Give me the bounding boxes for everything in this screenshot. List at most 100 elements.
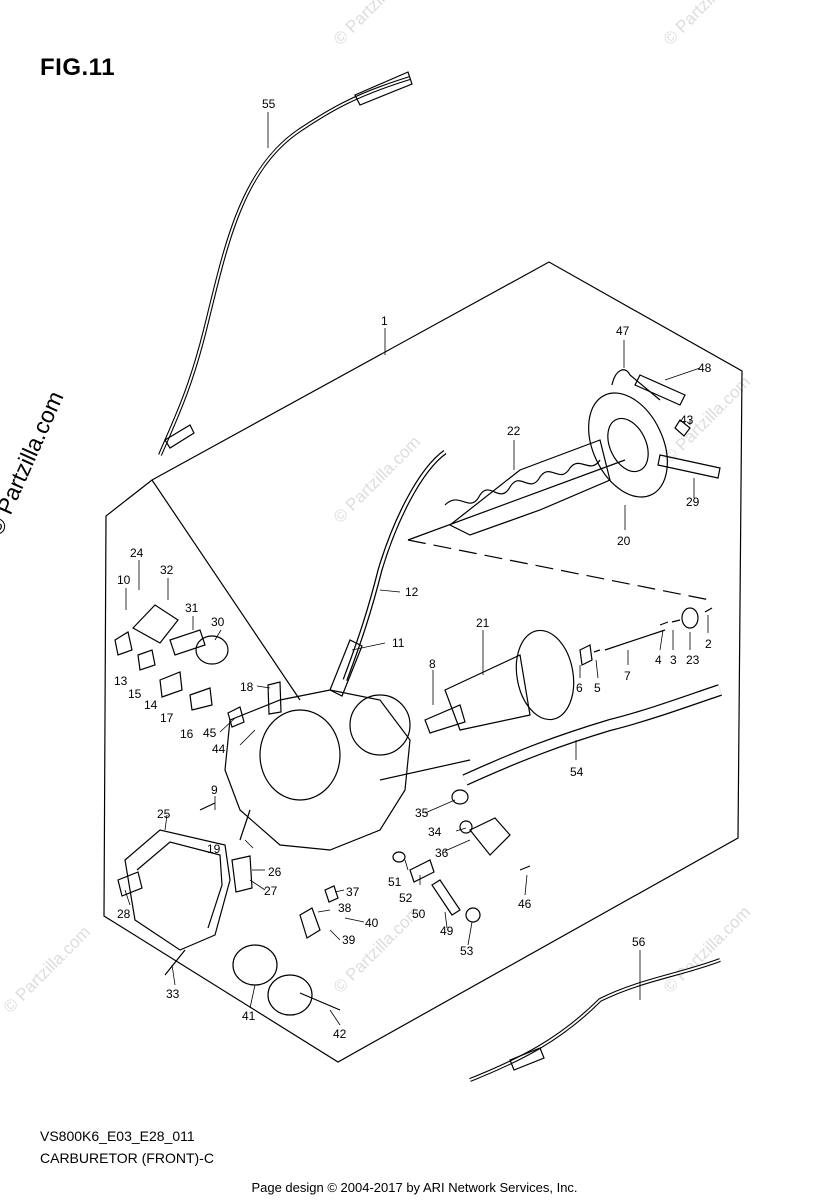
part-label: 12 bbox=[405, 585, 419, 599]
washer-5 bbox=[593, 649, 601, 653]
part-label: 53 bbox=[460, 944, 474, 958]
screw-43 bbox=[674, 419, 691, 437]
figure-label: FIG.11 bbox=[40, 54, 116, 81]
clip-47 bbox=[611, 369, 661, 401]
part-label: 27 bbox=[264, 884, 278, 898]
cap-23 bbox=[681, 607, 699, 629]
cable-56 bbox=[469, 958, 721, 1082]
spring-14 bbox=[159, 671, 183, 698]
part-label: 38 bbox=[338, 901, 352, 915]
reference-line bbox=[151, 479, 301, 701]
washer-4 bbox=[659, 621, 669, 626]
part-label: 35 bbox=[415, 806, 429, 820]
jet-26 bbox=[231, 855, 253, 893]
float-chamber-25 bbox=[124, 829, 231, 951]
bracket-36 bbox=[469, 817, 511, 856]
part-label: 11 bbox=[392, 636, 405, 650]
part-label: 14 bbox=[144, 698, 158, 712]
part-label: 54 bbox=[570, 765, 584, 779]
carburetor-body bbox=[224, 689, 411, 851]
cable-end-boot bbox=[354, 71, 413, 106]
pin-48 bbox=[634, 374, 686, 406]
needle-7 bbox=[604, 629, 666, 651]
cable-56-end bbox=[509, 1047, 545, 1071]
part-label: 29 bbox=[686, 495, 700, 509]
part-label: 51 bbox=[388, 875, 402, 889]
part-label: 17 bbox=[160, 711, 174, 725]
part-label: 16 bbox=[180, 727, 194, 741]
part-label: 15 bbox=[128, 687, 142, 701]
leader-lines bbox=[124, 112, 709, 1026]
float-41 bbox=[232, 944, 278, 986]
float-41 bbox=[267, 974, 313, 1016]
part-label: 41 bbox=[242, 1009, 256, 1023]
part-label: 6 bbox=[576, 681, 583, 695]
part-label: 23 bbox=[686, 653, 700, 667]
credit-line: Page design © 2004-2017 by ARI Network S… bbox=[251, 1180, 578, 1195]
part-label: 56 bbox=[632, 935, 646, 949]
part-label: 25 bbox=[157, 807, 171, 821]
screw-2 bbox=[704, 607, 713, 613]
jet-19 bbox=[239, 809, 251, 841]
part-label: 2 bbox=[705, 637, 712, 651]
part-label: 48 bbox=[698, 361, 712, 375]
diagram-title: CARBURETOR (FRONT)-C bbox=[40, 1150, 214, 1166]
part-label: 45 bbox=[203, 726, 217, 740]
part-label: 7 bbox=[624, 669, 631, 683]
part-label: 10 bbox=[117, 573, 131, 587]
cap-53 bbox=[465, 907, 481, 923]
part-label: 22 bbox=[507, 424, 521, 438]
part-label: 5 bbox=[594, 681, 601, 695]
part-label: 55 bbox=[262, 97, 276, 111]
screw-35 bbox=[451, 789, 469, 805]
part-label: 33 bbox=[166, 987, 180, 1001]
screw-33 bbox=[164, 949, 186, 976]
part-label: 13 bbox=[114, 674, 128, 688]
screw-16 bbox=[189, 687, 213, 711]
diaphragm-30 bbox=[195, 635, 229, 665]
part-label: 24 bbox=[130, 546, 144, 560]
part-label: 20 bbox=[617, 534, 631, 548]
part-label: 30 bbox=[211, 615, 225, 629]
spring-6 bbox=[579, 644, 593, 666]
part-label: 49 bbox=[440, 924, 454, 938]
ring-51 bbox=[392, 851, 406, 863]
reference-line bbox=[407, 459, 626, 541]
part-label: 34 bbox=[428, 825, 442, 839]
nut-34 bbox=[459, 820, 473, 834]
jet-39 bbox=[299, 907, 321, 939]
throttle-cable-55 bbox=[158, 76, 411, 456]
part-label: 39 bbox=[342, 933, 356, 947]
part-label: 9 bbox=[211, 783, 218, 797]
part-label: 36 bbox=[435, 846, 449, 860]
spring-31 bbox=[169, 629, 206, 656]
spring-11 bbox=[329, 639, 363, 697]
part-label: 26 bbox=[268, 865, 282, 879]
screw-18 bbox=[267, 681, 282, 715]
piston-diaphragm-21 bbox=[515, 629, 575, 721]
part-label: 40 bbox=[365, 916, 379, 930]
part-label: 21 bbox=[476, 616, 490, 630]
part-label: 31 bbox=[185, 601, 199, 615]
part-label: 3 bbox=[670, 653, 677, 667]
screw-37 bbox=[324, 885, 339, 903]
part-label: 32 bbox=[160, 563, 174, 577]
screw-9 bbox=[199, 802, 216, 811]
clip-46 bbox=[519, 865, 531, 871]
diaphragm-cover-20 bbox=[588, 392, 668, 498]
washer-3 bbox=[671, 619, 681, 623]
screw-28 bbox=[117, 871, 143, 897]
part-label: 1 bbox=[381, 314, 388, 328]
cap-13 bbox=[114, 631, 133, 656]
spring-52 bbox=[409, 859, 435, 883]
piston-21 bbox=[444, 654, 531, 731]
part-label: 47 bbox=[616, 324, 630, 338]
part-label: 42 bbox=[333, 1027, 347, 1041]
part-label: 50 bbox=[412, 907, 426, 921]
part-label: 19 bbox=[207, 842, 221, 856]
model-code: VS800K6_E03_E28_011 bbox=[40, 1128, 195, 1144]
spring-22 bbox=[444, 459, 601, 506]
part-label: 52 bbox=[399, 891, 413, 905]
part-labels: 55 1 47 48 43 22 29 20 12 11 21 8 24 10 … bbox=[114, 97, 712, 1041]
